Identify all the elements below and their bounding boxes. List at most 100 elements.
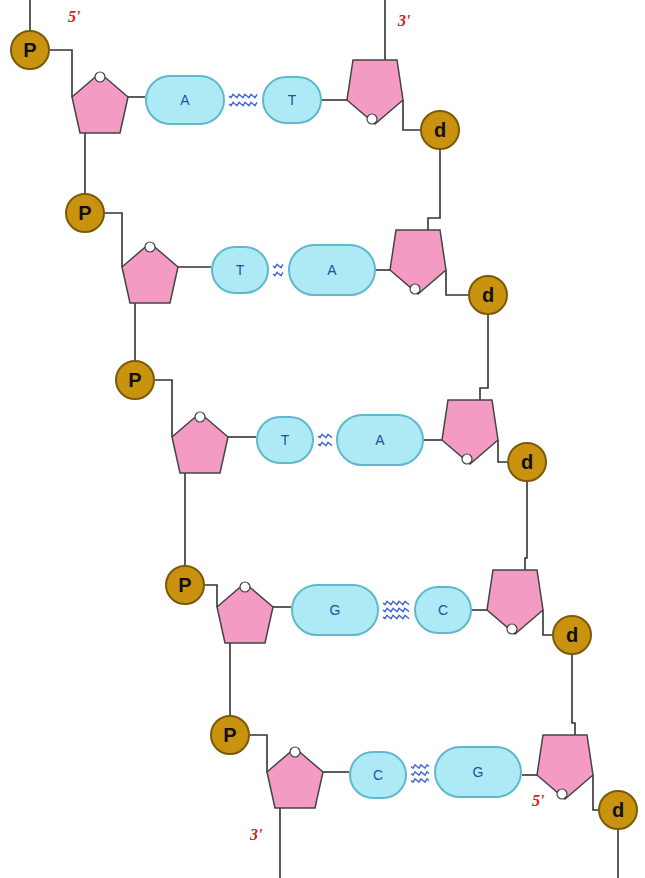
glycosidic-bond — [178, 266, 211, 268]
deoxyribose-sugar — [122, 243, 178, 303]
deoxyribose-sugar — [442, 400, 498, 464]
base-letter: A — [180, 92, 189, 108]
base-letter: C — [373, 767, 383, 783]
bond-line — [383, 615, 409, 618]
group-letter: P — [178, 574, 191, 597]
ring-oxygen — [95, 72, 105, 82]
ring-oxygen — [557, 789, 567, 799]
bond-line — [318, 442, 332, 445]
phosphate-circle: d — [507, 442, 547, 482]
backbone-line — [205, 585, 217, 607]
ring-oxygen — [290, 747, 300, 757]
glycosidic-bond — [228, 436, 256, 438]
backbone-line — [617, 830, 619, 878]
hydrogen-bond — [318, 434, 332, 445]
base-letter: G — [473, 764, 484, 780]
glycosidic-bond — [522, 774, 537, 776]
nitrogen-base: T — [256, 416, 314, 464]
ring-oxygen — [507, 624, 517, 634]
glycosidic-bond — [273, 606, 291, 608]
group-letter: P — [78, 202, 91, 225]
phosphate-circle: P — [115, 360, 155, 400]
group-letter: d — [434, 119, 446, 142]
backbone-line — [384, 0, 386, 60]
hydrogen-bond — [229, 94, 257, 105]
group-letter: P — [223, 724, 236, 747]
phosphate-circle: P — [210, 715, 250, 755]
backbone-line — [279, 808, 281, 878]
phosphate-circle: d — [552, 615, 592, 655]
backbone-line — [50, 50, 72, 97]
group-letter: d — [482, 284, 494, 307]
bond-line — [411, 779, 429, 782]
deoxyribose-sugar — [390, 230, 446, 294]
backbone-line — [593, 775, 598, 810]
deoxyribose-sugar — [217, 583, 273, 643]
hydrogen-bond — [411, 765, 429, 782]
nitrogen-base: A — [145, 75, 225, 125]
bond-line — [273, 272, 283, 275]
glycosidic-bond — [128, 96, 145, 98]
backbone-line — [572, 655, 575, 735]
backbone-line — [525, 482, 527, 570]
bond-line — [383, 608, 409, 611]
group-letter: d — [521, 451, 533, 474]
nitrogen-base: A — [336, 414, 424, 466]
nitrogen-base: G — [434, 746, 522, 798]
ring-oxygen — [410, 284, 420, 294]
phosphate-circle: d — [420, 110, 460, 150]
deoxyribose-sugar — [72, 73, 128, 133]
bond-line — [273, 264, 283, 267]
base-letter: A — [327, 262, 336, 278]
phosphate-circle: P — [165, 565, 205, 605]
backbone-line — [498, 440, 507, 462]
group-letter: P — [23, 39, 36, 62]
base-letter: G — [330, 602, 341, 618]
backbone-line — [250, 735, 267, 772]
deoxyribose-sugar — [347, 60, 403, 124]
nitrogen-base: T — [262, 76, 322, 124]
hydrogen-bond — [273, 264, 283, 275]
backbone-line — [480, 315, 488, 400]
backbone-line — [446, 270, 468, 295]
nitrogen-base: C — [349, 751, 407, 799]
base-letter: C — [438, 602, 448, 618]
backbone-line — [134, 303, 136, 360]
backbone-line — [543, 610, 552, 635]
group-letter: d — [612, 799, 624, 822]
deoxyribose-sugar — [267, 748, 323, 808]
glycosidic-bond — [323, 771, 349, 773]
phosphate-circle: P — [10, 30, 50, 70]
backbone-line — [105, 213, 122, 267]
phosphate-circle: d — [598, 790, 638, 830]
deoxyribose-sugar — [537, 735, 593, 799]
glycosidic-bond — [322, 99, 347, 101]
ring-oxygen — [462, 454, 472, 464]
backbone-line — [403, 100, 420, 130]
bond-line — [318, 434, 332, 437]
bond-line — [411, 765, 429, 768]
backbone-line — [84, 133, 86, 193]
bond-line — [229, 102, 257, 105]
strand-end-label: 3' — [250, 826, 262, 844]
base-letter: T — [281, 432, 290, 448]
ring-oxygen — [195, 412, 205, 422]
group-letter: d — [566, 624, 578, 647]
glycosidic-bond — [376, 269, 390, 271]
nitrogen-base: G — [291, 584, 379, 636]
nitrogen-base: C — [414, 586, 472, 634]
backbone-line — [428, 150, 440, 230]
bond-line — [229, 94, 257, 97]
backbone-line — [229, 643, 231, 715]
nitrogen-base: A — [288, 244, 376, 296]
base-letter: T — [288, 92, 297, 108]
bond-line — [383, 601, 409, 604]
base-letter: T — [236, 262, 245, 278]
strand-end-label: 5' — [532, 792, 544, 810]
strand-end-label: 5' — [68, 8, 80, 26]
backbone-line — [184, 473, 186, 565]
strand-end-label: 3' — [398, 12, 410, 30]
bond-line — [411, 772, 429, 775]
